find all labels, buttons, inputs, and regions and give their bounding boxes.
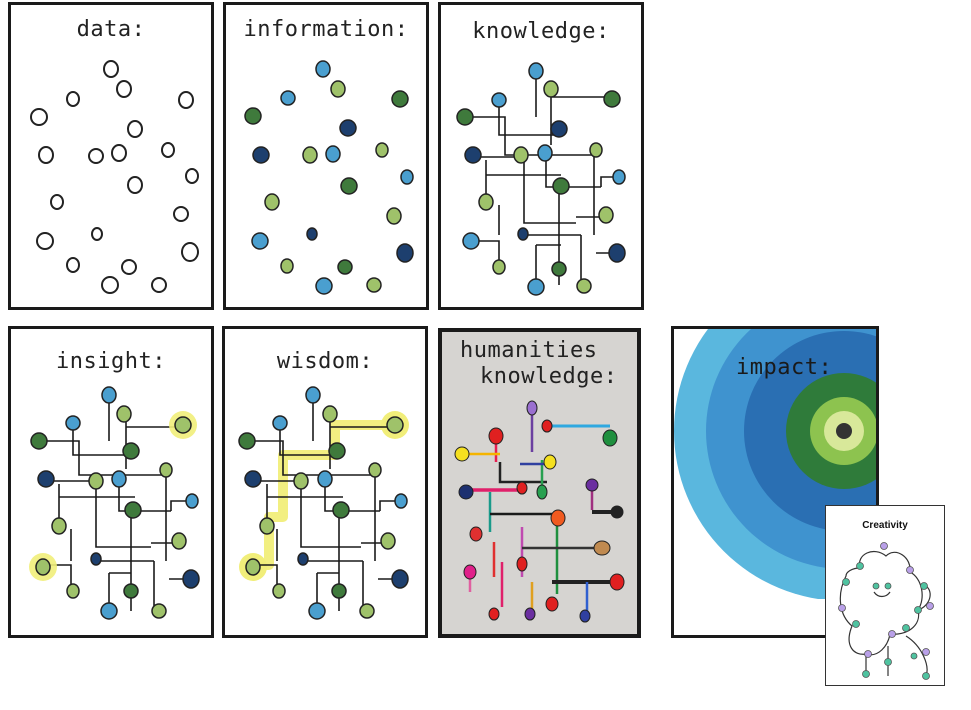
panel-title: information: xyxy=(243,17,409,42)
creativity-doodle xyxy=(838,542,934,680)
insight-panel: insight: xyxy=(8,326,214,638)
knowledge-network xyxy=(456,62,626,296)
panel-title: insight: xyxy=(56,349,166,374)
creativity-title: Creativity xyxy=(862,520,908,531)
information-panel: information: xyxy=(223,2,429,310)
panel-title-line1: humanities xyxy=(460,338,598,363)
insight-network xyxy=(29,386,200,620)
wisdom-panel: wisdom: xyxy=(222,326,428,638)
information-nodes xyxy=(244,60,414,295)
panel-title: knowledge: xyxy=(472,19,610,44)
humanities-knowledge-panel: humanities knowledge: xyxy=(438,328,641,638)
wisdom-network xyxy=(238,386,409,620)
data-panel: data: xyxy=(8,2,214,310)
knowledge-panel: knowledge: xyxy=(438,2,644,310)
panel-title: wisdom: xyxy=(276,349,374,374)
creativity-card: Creativity xyxy=(825,505,945,686)
data-nodes xyxy=(30,60,199,294)
panel-title: data: xyxy=(76,17,146,42)
panel-title: impact: xyxy=(736,355,833,380)
humanities-network xyxy=(454,400,625,623)
panel-title-line2: knowledge: xyxy=(480,364,618,389)
